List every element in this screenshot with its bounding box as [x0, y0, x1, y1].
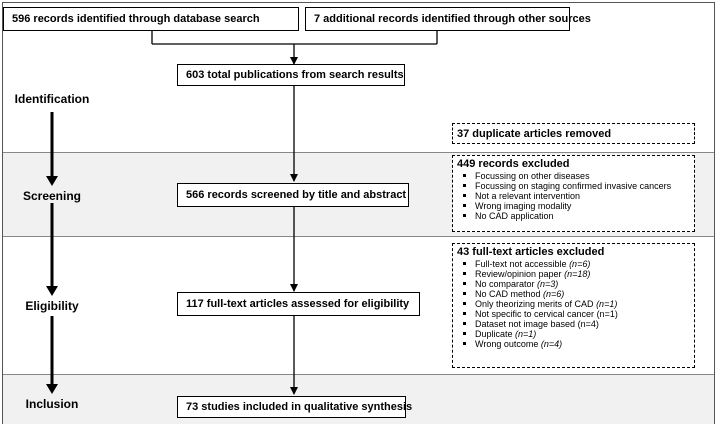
band-divider — [3, 152, 714, 153]
fulltext-excluded-title: 43 full-text articles excluded — [457, 246, 605, 258]
other-records-box: 7 additional records identified through … — [305, 7, 591, 31]
reason-text: Duplicate — [475, 329, 513, 339]
duplicates-removed-box: 37 duplicate articles removed — [452, 123, 695, 144]
list-item: Not specific to cervical cancer (n=1) — [463, 309, 690, 319]
reason-text: Wrong outcome — [475, 339, 539, 349]
reason-text: Review/opinion paper — [475, 269, 562, 279]
fulltext-assessed-box: 117 full-text articles assessed for elig… — [177, 292, 420, 316]
records-excluded-title: 449 records excluded — [457, 158, 570, 170]
stage-inclusion: Inclusion — [25, 397, 79, 411]
stage-identification: Identification — [14, 92, 90, 106]
band-divider — [3, 374, 714, 375]
total-publications-box: 603 total publications from search resul… — [177, 64, 405, 86]
list-item: Not a relevant intervention — [463, 191, 690, 201]
list-item: Focussing on other diseases — [463, 171, 690, 181]
list-item: No CAD method (n=6) — [463, 289, 690, 299]
list-item: Wrong outcome (n=4) — [463, 339, 690, 349]
list-item: Wrong imaging modality — [463, 201, 690, 211]
list-item: Review/opinion paper (n=18) — [463, 269, 690, 279]
reason-count: (n=6) — [543, 289, 565, 299]
reason-text: Not specific to cervical cancer — [475, 309, 595, 319]
reason-text: Only theorizing merits of CAD — [475, 299, 594, 309]
list-item: No CAD application — [463, 211, 690, 221]
reason-text: No CAD method — [475, 289, 541, 299]
reason-text: Full-text not accessible — [475, 259, 567, 269]
list-item: No comparator (n=3) — [463, 279, 690, 289]
screened-records-box: 566 records screened by title and abstra… — [177, 183, 409, 207]
reason-text: Dataset not image based — [475, 319, 576, 329]
stage-screening: Screening — [22, 189, 82, 203]
reason-count: (n=1) — [596, 309, 618, 319]
reason-count: (n=3) — [537, 279, 559, 289]
reason-count: (n=1) — [596, 299, 618, 309]
band-divider — [3, 236, 714, 237]
list-item: Only theorizing merits of CAD (n=1) — [463, 299, 690, 309]
included-studies-box: 73 studies included in qualitative synth… — [177, 396, 412, 418]
records-excluded-box: 449 records excluded Focussing on other … — [452, 155, 695, 232]
reason-count: (n=4) — [577, 319, 599, 329]
reason-count: (n=1) — [515, 329, 537, 339]
list-item: Focussing on staging confirmed invasive … — [463, 181, 690, 191]
database-records-box: 596 records identified through database … — [3, 7, 299, 31]
list-item: Dataset not image based (n=4) — [463, 319, 690, 329]
list-item: Full-text not accessible (n=6) — [463, 259, 690, 269]
reason-count: (n=18) — [564, 269, 591, 279]
fulltext-excluded-box: 43 full-text articles excluded Full-text… — [452, 243, 695, 368]
fulltext-excluded-list: Full-text not accessible (n=6) Review/op… — [457, 259, 690, 349]
reason-count: (n=4) — [540, 339, 563, 349]
list-item: Duplicate (n=1) — [463, 329, 690, 339]
reason-text: No comparator — [475, 279, 535, 289]
records-excluded-list: Focussing on other diseases Focussing on… — [457, 171, 690, 221]
duplicates-label: 37 duplicate articles removed — [457, 127, 612, 140]
stage-eligibility: Eligibility — [25, 299, 79, 313]
reason-count: (n=6) — [569, 259, 591, 269]
